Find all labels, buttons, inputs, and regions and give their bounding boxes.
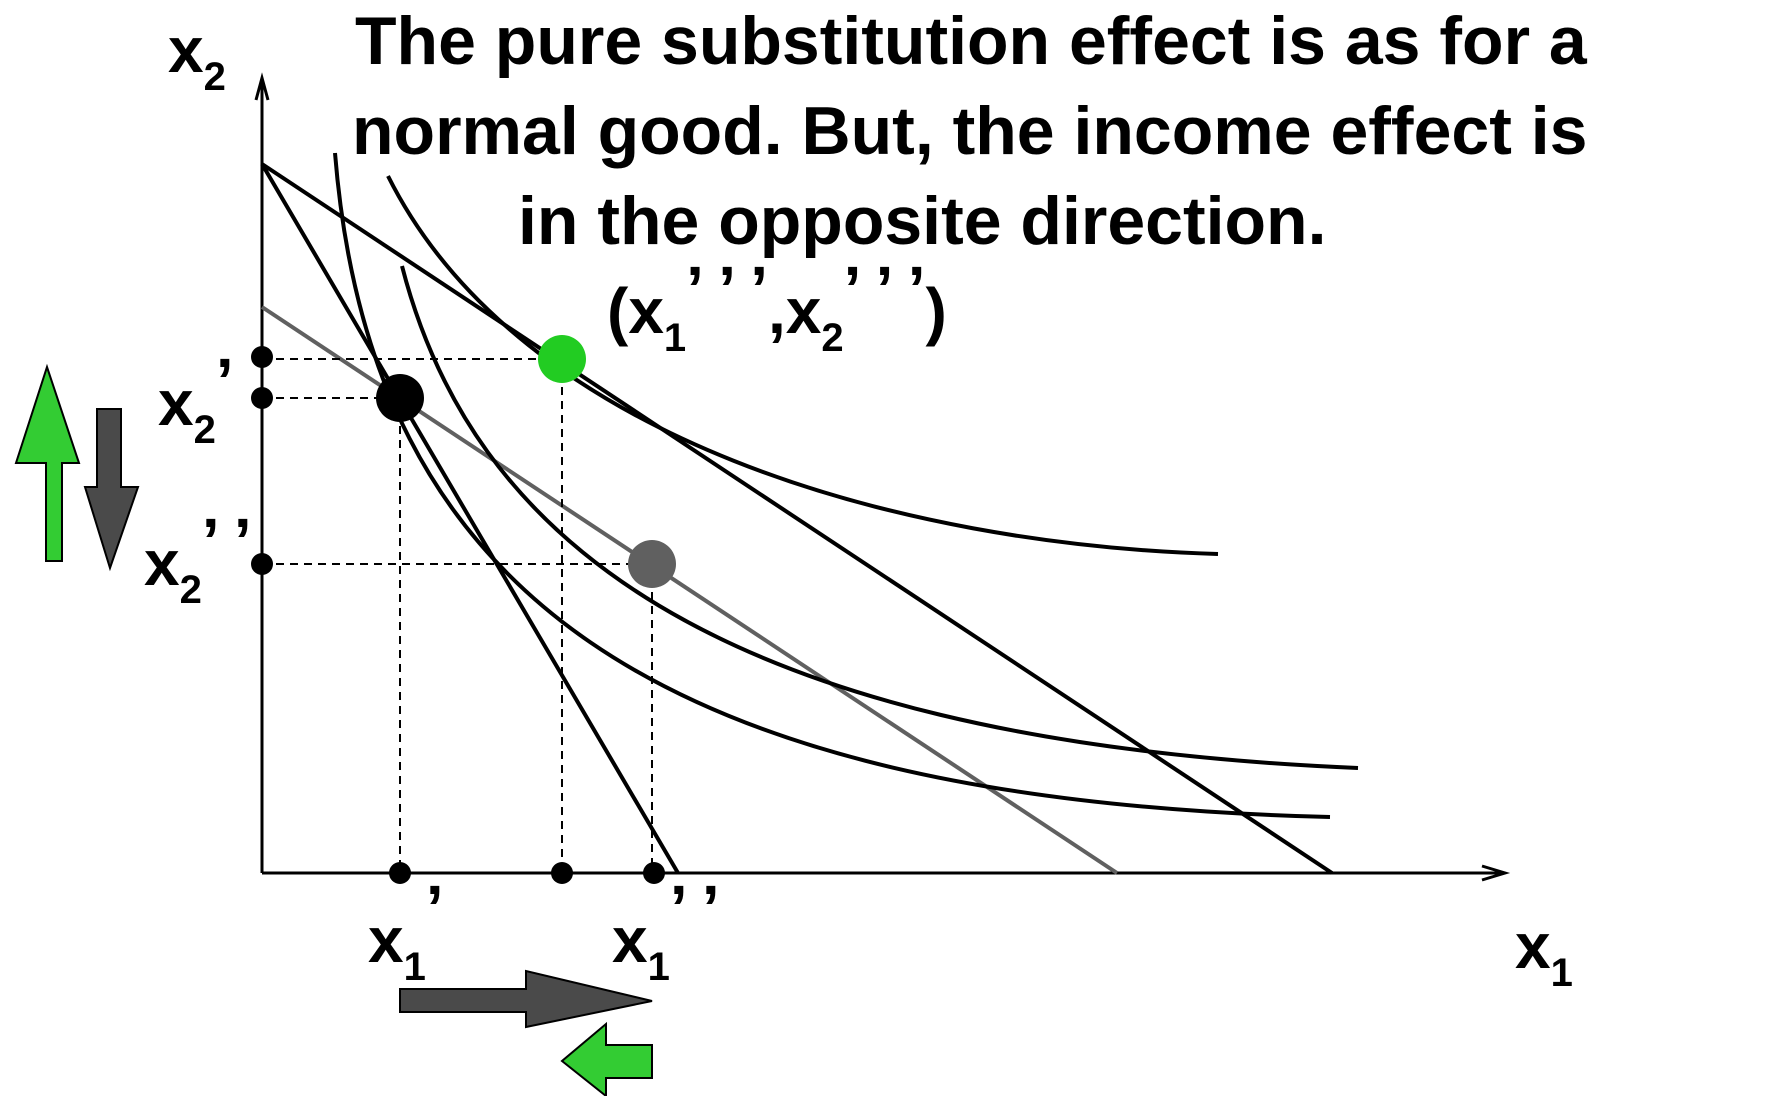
label-x1-prime: x1’ [368, 872, 444, 989]
original-budget-line [260, 162, 680, 875]
y-dot-substitution [251, 553, 273, 575]
income-effect-x2-arrow-icon [14, 363, 81, 562]
bundle-final [538, 335, 586, 383]
indifference-curve-original [333, 152, 1331, 819]
budget-lines [260, 162, 1334, 875]
x-dot-original [389, 862, 411, 884]
heading-line-2: normal good. But, the income effect is [352, 93, 1587, 169]
indifference-curve-final [386, 175, 1219, 556]
x-axis-arrowhead [1481, 864, 1511, 882]
substitution-effect-x1-arrow-icon [399, 969, 653, 1029]
indifference-curve-substitution [400, 265, 1359, 770]
bundle-original [376, 374, 424, 422]
axis-dots [251, 346, 665, 884]
bundles [376, 335, 676, 588]
label-x1-double-prime: x1’ ’ [612, 872, 720, 989]
label-x2-double-prime: x2’ ’ [144, 505, 252, 612]
label-final-bundle: (x1’ ’ ’,x2’ ’ ’) [607, 253, 947, 360]
substitution-effect-x2-arrow-icon [83, 408, 140, 572]
y-axis-arrowhead [254, 72, 270, 101]
x-axis-label: x1 [1515, 910, 1573, 995]
axes [254, 72, 1511, 882]
label-x2-prime: x2’ [158, 345, 234, 452]
y-dot-final [251, 346, 273, 368]
heading-line-3: in the opposite direction. [518, 183, 1326, 259]
income-effect-x1-arrow-icon [560, 1021, 653, 1096]
heading-line-1: The pure substitution effect is as for a [355, 3, 1588, 79]
y-dot-original [251, 387, 273, 409]
indifference-curves [333, 152, 1359, 819]
effect-arrows [14, 363, 653, 1096]
y-axis-label: x2 [168, 14, 226, 99]
bundle-substitution [628, 540, 676, 588]
x-dot-final [551, 862, 573, 884]
x-dot-substitution [643, 862, 665, 884]
final-budget-line [260, 162, 1334, 875]
